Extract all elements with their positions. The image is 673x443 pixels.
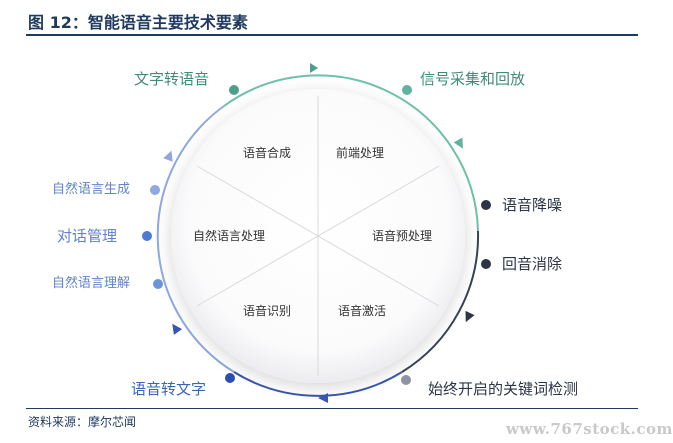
ring-arrow-right bbox=[465, 310, 475, 323]
source-note: 资料来源：摩尔芯闻 bbox=[28, 415, 137, 429]
ring-arrow-top bbox=[310, 63, 318, 73]
node-dot-keyword-detect bbox=[401, 375, 411, 385]
node-dot-noise-reduction bbox=[481, 200, 491, 210]
title-divider bbox=[26, 34, 638, 36]
ring-arc-dark bbox=[401, 230, 480, 373]
node-label-keyword-detect: 始终开启的关键词检测 bbox=[428, 380, 579, 398]
node-label-signal-capture: 信号采集和回放 bbox=[420, 70, 526, 88]
node-dot-text-to-speech bbox=[229, 85, 239, 95]
node-dot-signal-capture bbox=[402, 85, 412, 95]
node-label-nlu: 自然语言理解 bbox=[52, 276, 131, 291]
ring-arc-blue-bottom bbox=[233, 371, 403, 397]
source-divider bbox=[26, 408, 638, 409]
ring-arrow-bottom bbox=[318, 393, 328, 403]
figure-title: 图 12：智能语音主要技术要素 bbox=[28, 13, 248, 32]
tech-elements-diagram bbox=[142, 63, 491, 403]
node-label-speech-to-text: 语音转文字 bbox=[131, 380, 207, 398]
node-label-echo-cancel: 回音消除 bbox=[502, 255, 563, 273]
sector-voice-activation: 语音激活 bbox=[338, 304, 387, 318]
ring-arrow-upper-right bbox=[453, 137, 463, 149]
ring-arrow-lower-left bbox=[172, 323, 183, 335]
ring-arc-teal bbox=[223, 74, 479, 232]
node-dot-dialog-mgmt bbox=[142, 231, 152, 241]
sector-speech-recognition: 语音识别 bbox=[243, 304, 292, 318]
node-dot-echo-cancel bbox=[481, 259, 491, 269]
node-label-dialog-mgmt: 对话管理 bbox=[57, 227, 118, 245]
ring-arc-blue-left bbox=[156, 105, 235, 373]
node-label-nlg: 自然语言生成 bbox=[52, 182, 131, 197]
sector-speech-synthesis: 语音合成 bbox=[243, 146, 292, 160]
node-dot-nlu bbox=[153, 279, 163, 289]
sector-nlp: 自然语言处理 bbox=[193, 229, 266, 243]
sector-front-end-processing: 前端处理 bbox=[336, 146, 385, 160]
sector-divider-diag-2 bbox=[196, 165, 440, 307]
watermark: www.767stock.com bbox=[506, 420, 673, 438]
node-dot-speech-to-text bbox=[225, 373, 235, 383]
node-label-noise-reduction: 语音降噪 bbox=[502, 196, 563, 214]
ring-arrow-upper-left bbox=[163, 150, 173, 162]
sector-speech-preprocessing: 语音预处理 bbox=[372, 229, 433, 243]
node-dot-nlg bbox=[150, 185, 160, 195]
node-label-text-to-speech: 文字转语音 bbox=[134, 70, 210, 88]
